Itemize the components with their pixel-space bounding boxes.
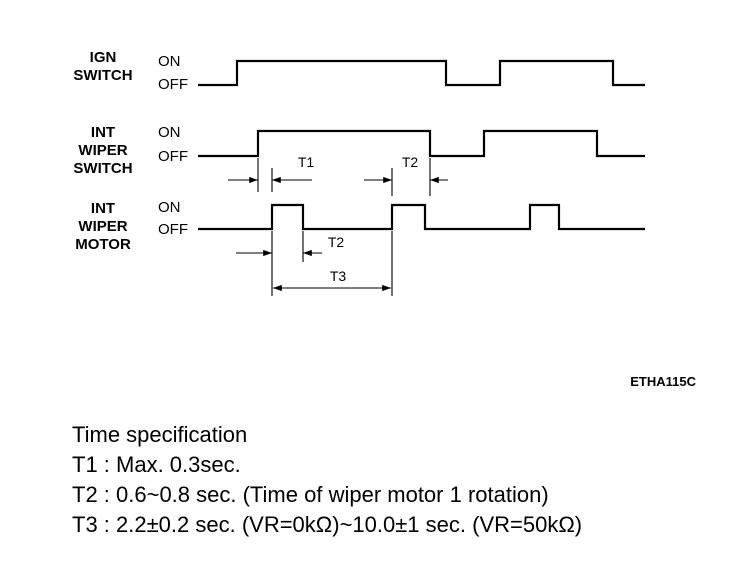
t3-label: T3 xyxy=(330,268,347,284)
wiper-motor-name-1: INT xyxy=(91,200,115,217)
wiper-motor-name-2: WIPER xyxy=(78,218,127,235)
wiper-switch-on-label: ON xyxy=(158,124,181,141)
wiper-switch-name-1: INT xyxy=(91,124,115,141)
wiper-motor-row: INT WIPER MOTOR ON OFF T2 T3 xyxy=(75,199,645,296)
wiper-switch-waveform xyxy=(198,129,645,158)
time-specification: Time specification T1 : Max. 0.3sec. T2 … xyxy=(72,420,732,540)
ign-switch-name-2: SWITCH xyxy=(73,67,132,84)
wiper-switch-name-2: WIPER xyxy=(78,142,127,159)
ign-switch-waveform xyxy=(198,59,645,87)
wiper-switch-name-3: SWITCH xyxy=(73,160,132,177)
ign-off-label: OFF xyxy=(158,76,188,93)
ign-switch-row: IGN SWITCH ON OFF xyxy=(73,49,645,93)
spec-line-t3: T3 : 2.2±0.2 sec. (VR=0kΩ)~10.0±1 sec. (… xyxy=(72,512,583,537)
wiper-motor-name-3: MOTOR xyxy=(75,236,131,253)
spec-heading: Time specification xyxy=(72,422,248,447)
wiper-motor-off-label: OFF xyxy=(158,221,188,238)
ign-on-label: ON xyxy=(158,53,181,70)
wiper-motor-waveform xyxy=(198,203,645,231)
t2-switch-label: T2 xyxy=(402,154,419,170)
ign-switch-name-1: IGN xyxy=(90,49,117,66)
spec-line-t1: T1 : Max. 0.3sec. xyxy=(72,452,241,477)
wiper-motor-on-label: ON xyxy=(158,199,181,216)
t1-label: T1 xyxy=(298,154,315,170)
spec-line-t2: T2 : 0.6~0.8 sec. (Time of wiper motor 1… xyxy=(72,482,549,507)
t2-motor-label: T2 xyxy=(328,234,345,250)
wiper-switch-row: INT WIPER SWITCH ON OFF T1 T2 xyxy=(73,124,645,196)
wiper-switch-off-label: OFF xyxy=(158,148,188,165)
figure-code: ETHA115C xyxy=(630,374,696,389)
